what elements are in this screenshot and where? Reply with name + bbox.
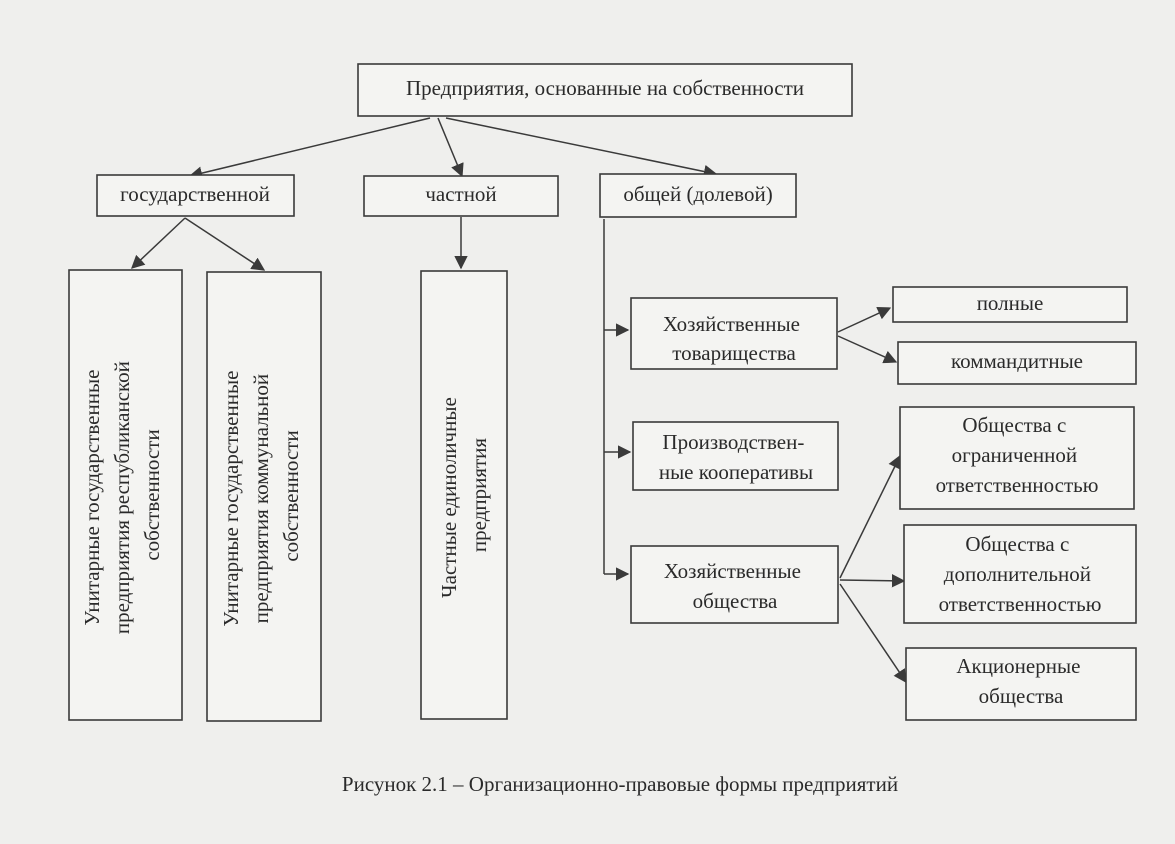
edge-root-to-private <box>437 117 464 178</box>
svg-text:Общества с ограниченной: Общества с ограниченной ответственностью <box>936 413 1099 497</box>
svg-text:Производствен- ные кооп: Производствен- ные кооперативы <box>659 430 813 484</box>
republican-line-3: собственности <box>140 429 164 560</box>
svg-text:Хозяйственные общества: Хозяйственные общества <box>664 559 806 613</box>
edge-state-to-republican <box>131 217 186 269</box>
companies-node: Хозяйственные общества <box>630 545 839 624</box>
communal-line-2: предприятия коммунальной <box>249 374 273 624</box>
cooperatives-line-1: Производствен- <box>662 430 804 454</box>
edge-companies-to-alc <box>839 574 906 588</box>
ownership-shared-node: общей (долевой) <box>599 173 797 218</box>
jsc-line-2: общества <box>979 684 1064 708</box>
svg-text:Акционерные общества: Акционерные общества <box>956 654 1085 708</box>
partnerships-line-2: товарищества <box>672 341 796 365</box>
edge-partnerships-to-limited <box>837 335 898 364</box>
root-node-label: Предприятия, основанные на собственности <box>406 76 804 100</box>
sole-line-2: предприятия <box>467 438 491 553</box>
republican-line-2: предприятия республиканской <box>110 361 134 634</box>
alc-node: Общества с дополнительной ответственност… <box>903 524 1137 624</box>
ownership-shared-label: общей (долевой) <box>623 182 772 206</box>
edge-partnerships-to-full <box>837 306 892 333</box>
jsc-node: Акционерные общества <box>905 647 1137 721</box>
republican-enterprise-node: Унитарные государственные предприятия ре… <box>68 269 183 721</box>
edge-companies-to-llc <box>839 454 901 579</box>
alc-line-2: дополнительной <box>944 562 1091 586</box>
svg-text:Общества с дополнительно: Общества с дополнительной ответственност… <box>939 532 1102 616</box>
ownership-private-node: частной <box>363 175 559 217</box>
communal-line-1: Унитарные государственные <box>219 371 243 627</box>
llc-node: Общества с ограниченной ответственностью <box>899 406 1135 510</box>
alc-line-3: ответственностью <box>939 592 1102 616</box>
alc-line-1: Общества с <box>965 532 1069 556</box>
edge-state-to-communal <box>184 217 266 271</box>
svg-text:Хозяйственные товарищест: Хозяйственные товарищества <box>663 312 805 365</box>
svg-text:Частные единоличные пр: Частные единоличные предприятия <box>437 392 491 598</box>
root-node: Предприятия, основанные на собственности <box>357 63 853 117</box>
jsc-line-1: Акционерные <box>956 654 1080 678</box>
ownership-state-label: государственной <box>120 182 270 206</box>
companies-line-1: Хозяйственные <box>664 559 801 583</box>
companies-line-2: общества <box>693 589 778 613</box>
full-partnership-node: полные <box>892 286 1128 323</box>
limited-partnership-label: коммандитные <box>951 349 1083 373</box>
sole-line-1: Частные единоличные <box>437 397 461 598</box>
llc-line-3: ответственностью <box>936 473 1099 497</box>
svg-text:Унитарные государственные: Унитарные государственные предприятия ре… <box>80 356 164 634</box>
llc-line-2: ограниченной <box>952 443 1078 467</box>
svg-text:Унитарные государственные: Унитарные государственные предприятия ко… <box>219 365 303 626</box>
cooperatives-line-2: ные кооперативы <box>659 460 813 484</box>
ownership-private-label: частной <box>425 182 496 206</box>
edge-root-to-state <box>188 117 431 180</box>
edge-companies-to-jsc <box>839 583 907 684</box>
communal-line-3: собственности <box>279 430 303 561</box>
llc-line-1: Общества с <box>962 413 1066 437</box>
full-partnership-label: полные <box>977 291 1044 315</box>
sole-enterprise-node: Частные единоличные предприятия <box>420 270 508 720</box>
republican-line-1: Унитарные государственные <box>80 370 104 626</box>
partnerships-line-1: Хозяйственные <box>663 312 800 336</box>
ownership-state-node: государственной <box>96 174 295 217</box>
edges <box>131 117 907 684</box>
partnerships-node: Хозяйственные товарищества <box>630 297 838 370</box>
communal-enterprise-node: Унитарные государственные предприятия ко… <box>206 271 322 722</box>
figure-caption: Рисунок 2.1 – Организационно-правовые фо… <box>342 772 898 796</box>
limited-partnership-node: коммандитные <box>897 341 1137 385</box>
edge-root-to-shared <box>445 117 718 179</box>
cooperatives-node: Производствен- ные кооперативы <box>632 421 839 491</box>
